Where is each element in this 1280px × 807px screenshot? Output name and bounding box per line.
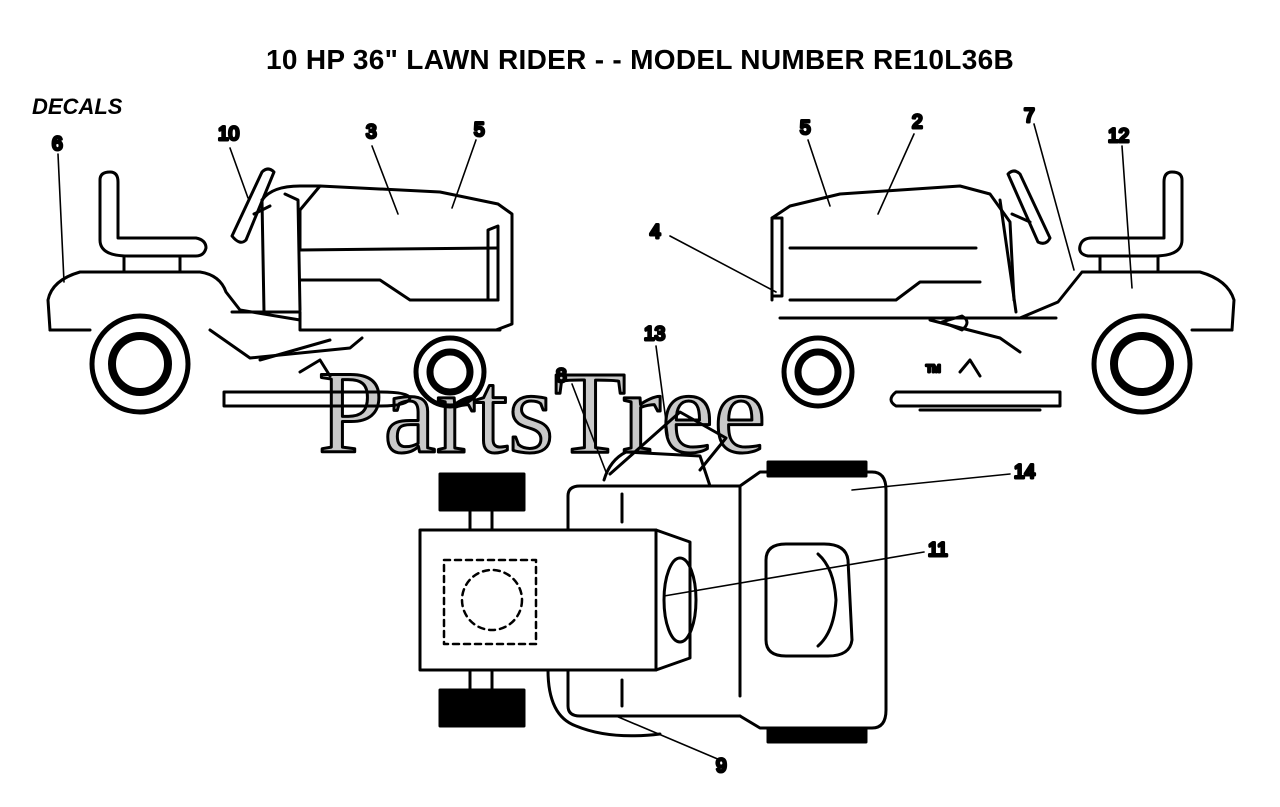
callout-11: 11 xyxy=(928,540,948,561)
callout-12: 12 xyxy=(1108,126,1129,147)
callout-10: 10 xyxy=(218,124,239,145)
watermark-trademark: TM xyxy=(926,364,940,375)
leader-lines xyxy=(57,123,1133,761)
watermark-text: PartsTree xyxy=(318,347,766,478)
callout-3: 3 xyxy=(366,122,377,143)
diagram-title: 10 HP 36" LAWN RIDER - - MODEL NUMBER RE… xyxy=(266,44,1014,75)
callout-4: 4 xyxy=(650,222,661,243)
callout-labels: 6 10 3 5 5 2 7 12 4 13 8 14 11 9 xyxy=(51,105,1131,779)
left-side-mower xyxy=(46,167,514,415)
section-label: DECALS xyxy=(32,94,123,119)
callout-2: 2 xyxy=(912,112,923,133)
callout-9: 9 xyxy=(716,756,727,777)
callout-6: 6 xyxy=(52,134,63,155)
callout-8: 8 xyxy=(556,366,567,387)
top-view-mower xyxy=(418,410,888,744)
callout-5-right: 5 xyxy=(800,118,811,139)
right-side-mower xyxy=(770,169,1236,415)
callout-13: 13 xyxy=(644,324,665,345)
callout-7: 7 xyxy=(1024,106,1035,127)
callout-14: 14 xyxy=(1014,462,1036,483)
callout-5-left: 5 xyxy=(474,120,485,141)
